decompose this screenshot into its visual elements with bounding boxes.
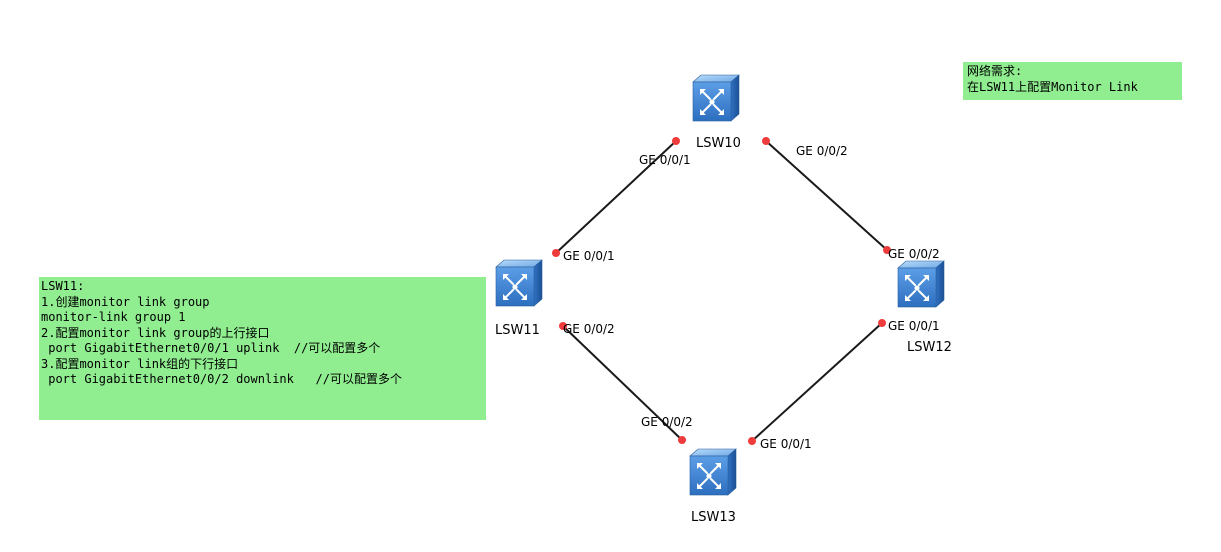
requirement-note: 网络需求:在LSW11上配置Monitor Link — [963, 62, 1182, 100]
link-lsw10-lsw11[interactable] — [555, 140, 677, 254]
port-label: GE 0/0/1 — [760, 437, 812, 451]
note-line: port GigabitEthernet0/0/1 uplink //可以配置多… — [41, 341, 381, 355]
switch-icon[interactable] — [692, 74, 740, 122]
port-dot[interactable] — [672, 137, 680, 145]
port-dot[interactable] — [678, 436, 686, 444]
device-label-lsw13: LSW13 — [691, 510, 736, 525]
note-line: 2.配置monitor link group的上行接口 — [41, 325, 270, 340]
port-dot[interactable] — [878, 319, 886, 327]
port-dot[interactable] — [883, 246, 891, 254]
link-lsw11-lsw13[interactable] — [562, 325, 683, 441]
port-label: GE 0/0/2 — [888, 247, 940, 261]
port-dots-layer — [552, 137, 891, 445]
note-line: monitor-link group 1 — [41, 310, 186, 324]
note-line: port GigabitEthernet0/0/2 downlink //可以配… — [41, 372, 402, 386]
note-line: 在LSW11上配置Monitor Link — [967, 79, 1138, 94]
link-lsw10-lsw12[interactable] — [765, 140, 888, 251]
device-label-lsw10: LSW10 — [696, 136, 741, 151]
device-labels: LSW10 LSW11 LSW12 LSW13 — [495, 136, 952, 525]
links-layer — [555, 140, 888, 442]
switch-icon[interactable] — [689, 448, 737, 496]
port-label: GE 0/0/1 — [888, 319, 940, 333]
device-label-lsw11: LSW11 — [495, 323, 540, 338]
port-label: GE 0/0/1 — [639, 153, 691, 167]
port-labels: GE 0/0/1 GE 0/0/2 GE 0/0/1 GE 0/0/2 GE 0… — [563, 144, 940, 451]
port-dot[interactable] — [762, 137, 770, 145]
port-dot[interactable] — [559, 322, 567, 330]
port-dot[interactable] — [748, 437, 756, 445]
port-label: GE 0/0/2 — [641, 415, 693, 429]
note-line: LSW11: — [41, 279, 85, 293]
link-lsw12-lsw13[interactable] — [751, 322, 883, 442]
port-label: GE 0/0/1 — [563, 249, 615, 263]
port-dot[interactable] — [552, 249, 560, 257]
port-label: GE 0/0/2 — [563, 322, 615, 336]
note-line: 网络需求: — [967, 64, 1023, 78]
switch-icon[interactable] — [897, 260, 945, 308]
port-label: GE 0/0/2 — [796, 144, 848, 158]
device-label-lsw12: LSW12 — [907, 340, 952, 355]
note-line: 3.配置monitor link组的下行接口 — [41, 356, 239, 371]
switch-icon[interactable] — [495, 259, 543, 307]
note-line: 1.创建monitor link group — [41, 294, 210, 309]
